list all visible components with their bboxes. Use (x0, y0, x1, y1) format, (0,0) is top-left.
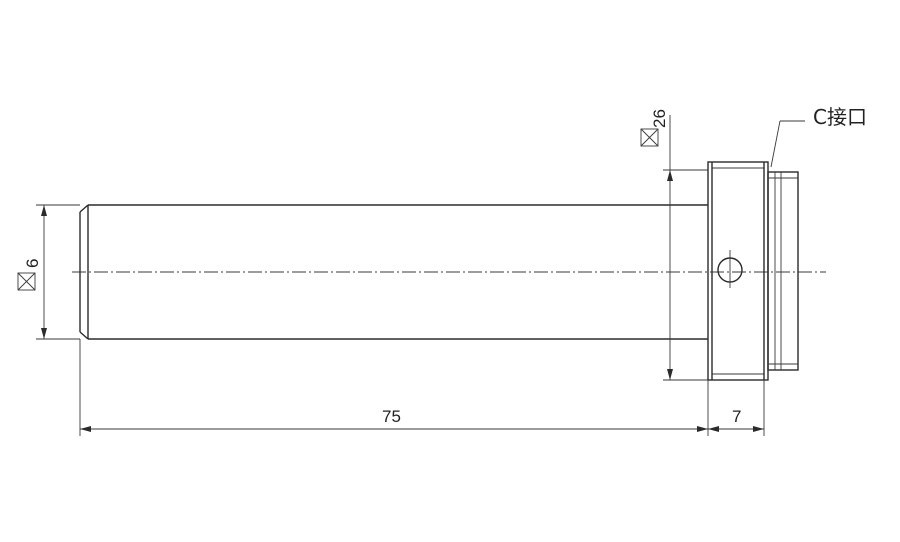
c-mount-leader: C接口 (770, 105, 867, 168)
rod-body (79, 204, 708, 340)
head-length-label: 7 (732, 407, 741, 426)
screw-hole (717, 250, 743, 288)
c-mount-thread (767, 171, 799, 371)
head-flange (707, 161, 769, 381)
rod-length-label: 75 (382, 407, 401, 426)
length-dimensions: 75 7 (79, 339, 765, 436)
rod-diameter-dimension: 6 (17, 204, 80, 340)
square-symbol (17, 272, 36, 291)
rod-diameter-label: 6 (23, 259, 42, 268)
head-diameter-dimension: 26 (640, 109, 708, 381)
c-mount-label: C接口 (813, 105, 867, 129)
square-symbol (640, 128, 659, 147)
head-diameter-label: 26 (650, 109, 669, 128)
